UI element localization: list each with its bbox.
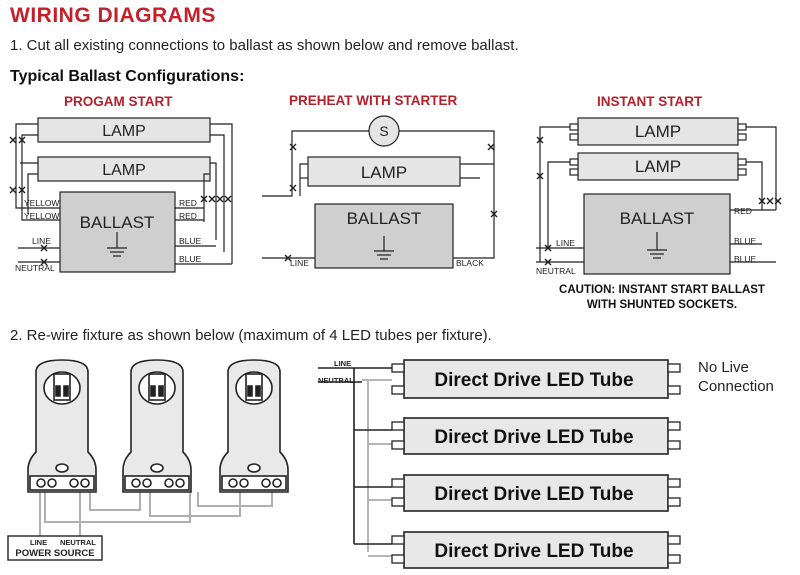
power-source-label: POWER SOURCE [15,548,94,559]
is-ballast-label: BALLAST [620,209,695,228]
step-1-text: 1. Cut all existing connections to balla… [10,37,519,54]
ps-blue-1: BLUE [179,236,202,246]
power-source-box [7,535,103,561]
ps-lamp-2 [37,156,211,182]
ph-line-label: LINE [290,258,309,268]
is-line-label: LINE [556,238,575,248]
no-live-line-1: No Live [698,359,749,376]
led-tube-2: Direct Drive LED Tube [391,417,681,455]
ps-red-1: RED [179,198,197,208]
socket-2 [122,359,192,493]
is-lamp-2 [577,152,739,181]
is-ballast [583,193,731,275]
ph-lamp-label: LAMP [361,163,407,182]
program-start-title: PROGAM START [64,94,173,109]
is-red-label: RED [734,206,752,216]
ps-ballast-label: BALLAST [80,213,155,232]
led-tube-1: Direct Drive LED Tube [391,359,681,399]
instant-start-title: INSTANT START [597,94,703,109]
led-tube-1-label: Direct Drive LED Tube [434,370,633,391]
ps-lamp-2-label: LAMP [102,162,146,179]
led-tube-2-label: Direct Drive LED Tube [434,427,633,448]
ps-line-label: LINE [32,236,51,246]
preheat-diagram [262,115,495,269]
subtitle: Typical Ballast Configurations: [10,68,245,85]
program-start-diagram [15,117,233,273]
page-title: WIRING DIAGRAMS [10,4,216,27]
ps-neutral-label: NEUTRAL [15,263,55,273]
tube-line-label: LINE [334,359,351,368]
is-lamp-1 [577,117,739,146]
is-neutral-label: NEUTRAL [536,266,576,276]
is-lamp-2-label: LAMP [635,157,681,176]
led-tube-3: Direct Drive LED Tube [391,474,681,512]
led-tube-4: Direct Drive LED Tube [391,531,681,569]
step-2-text: 2. Re-wire fixture as shown below (maxim… [10,327,492,344]
ps-lamp-1 [37,117,211,143]
led-tube-4-label: Direct Drive LED Tube [434,541,633,562]
is-lamp-1-label: LAMP [635,122,681,141]
ps-yellow-1: YELLOW [24,198,59,208]
ph-black-label: BLACK [456,258,484,268]
instant-start-diagram [536,117,777,275]
is-blue-2-label: BLUE [734,254,757,264]
socket-neutral-label: NEUTRAL [60,538,96,547]
socket-wiring [7,359,289,561]
no-live-line-2: Connection [698,378,774,395]
caution-note: CAUTION: INSTANT START BALLAST WITH SHUN… [528,283,796,313]
ps-lamp-1-label: LAMP [102,123,146,140]
caution-line-2: WITH SHUNTED SOCKETS. [586,299,738,311]
preheat-title: PREHEAT WITH STARTER [289,93,458,108]
caution-line-1: CAUTION: INSTANT START BALLAST [559,284,765,296]
ps-red-2: RED [179,211,197,221]
led-tube-3-label: Direct Drive LED Tube [434,484,633,505]
is-blue-1-label: BLUE [734,236,757,246]
ps-yellow-2: YELLOW [24,211,59,221]
tube-neutral-label: NEUTRAL [318,376,354,385]
led-tube-wiring [318,367,392,557]
ps-blue-2: BLUE [179,254,202,264]
socket-1 [27,359,97,493]
ph-starter-label: S [379,123,388,139]
socket-line-label: LINE [30,538,47,547]
no-live-connection-note: No Live Connection [698,358,774,396]
ph-ballast-label: BALLAST [347,209,422,228]
socket-3 [219,359,289,493]
ph-lamp [307,156,461,187]
